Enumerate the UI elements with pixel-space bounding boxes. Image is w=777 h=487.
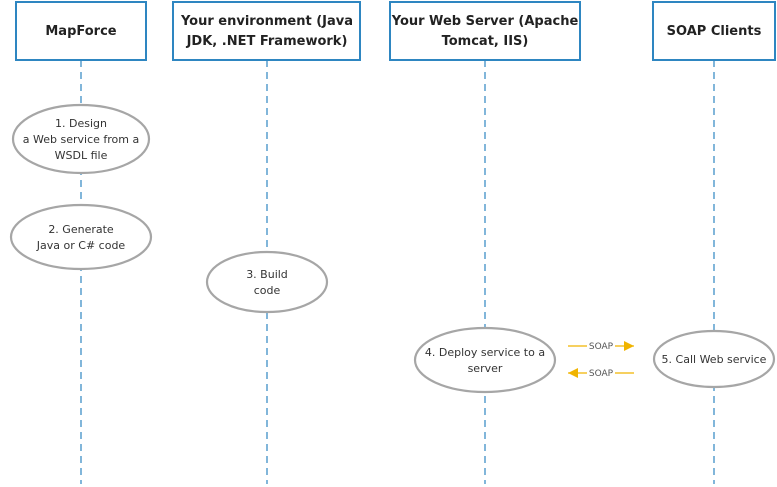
step-design <box>11 103 151 175</box>
step-deploy <box>413 326 557 394</box>
step-label-build: 3. Build <box>246 268 288 281</box>
lane-header-webserver <box>389 1 581 61</box>
step-label-design: a Web service from a <box>23 133 139 146</box>
lane-title-mapforce: MapForce <box>45 24 116 39</box>
lifelines <box>80 60 715 484</box>
message-arrows: SOAP SOAP <box>568 340 634 379</box>
step-label-build: code <box>254 284 281 297</box>
lane-title-environment: Your environment (Java <box>180 14 353 29</box>
message-response: SOAP <box>568 367 634 379</box>
step-label-deploy: 4. Deploy service to a <box>425 346 545 359</box>
step-nodes: 1. Design a Web service from a WSDL file 2.… <box>9 103 776 394</box>
arrowhead-right-icon <box>624 341 634 351</box>
step-label-deploy: server <box>468 362 503 375</box>
lane-header-mapforce <box>15 1 147 61</box>
lane-title-webserver: Tomcat, IIS) <box>442 34 529 49</box>
message-label-response: SOAP <box>589 369 614 379</box>
message-label-bg-request <box>587 340 615 352</box>
lane-title-soap-clients: SOAP Clients <box>667 24 762 39</box>
step-label-generate: Java or C# code <box>36 239 126 252</box>
lane-title-environment: JDK, .NET Framework) <box>186 34 348 49</box>
step-label-generate: 2. Generate <box>48 223 114 236</box>
step-label-design: 1. Design <box>55 117 107 130</box>
step-build <box>205 250 329 314</box>
step-label-call: 5. Call Web service <box>662 353 767 366</box>
message-request: SOAP <box>568 340 634 352</box>
step-label-design: WSDL file <box>55 149 108 162</box>
lane-header-environment <box>172 1 361 61</box>
message-label-bg-response <box>587 367 615 379</box>
arrowhead-left-icon <box>568 368 578 378</box>
lane-header-soap-clients <box>652 1 776 61</box>
step-call <box>652 329 776 389</box>
lane-title-webserver: Your Web Server (Apache <box>391 14 579 29</box>
message-label-request: SOAP <box>589 342 614 352</box>
step-generate <box>9 203 153 271</box>
